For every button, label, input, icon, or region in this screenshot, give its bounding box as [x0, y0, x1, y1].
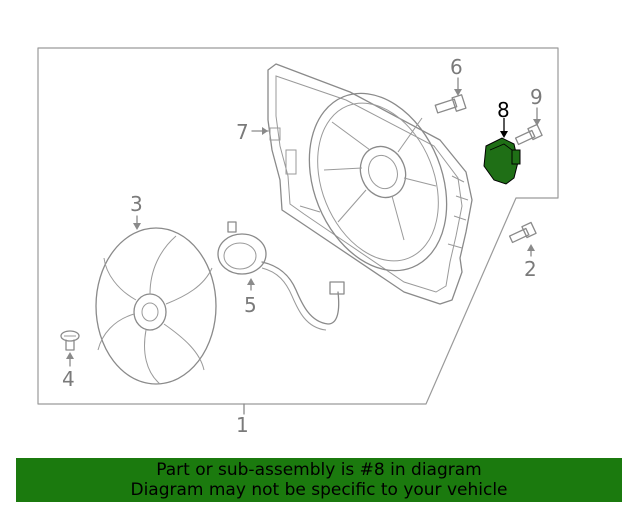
fan-shroud — [267, 63, 473, 305]
arrow-2 — [527, 244, 535, 251]
callout-2: 2 — [524, 257, 537, 281]
callout-9: 9 — [530, 85, 543, 109]
arrow-4 — [66, 352, 74, 359]
callout-3: 3 — [130, 192, 143, 216]
bolt-9 — [514, 123, 543, 146]
arrow-9 — [533, 119, 541, 126]
callout-7: 7 — [236, 120, 249, 144]
callout-6: 6 — [450, 55, 463, 79]
bolt-2 — [508, 221, 537, 244]
callout-5: 5 — [244, 293, 257, 317]
banner-line-1: Part or sub-assembly is #8 in diagram — [156, 460, 482, 480]
banner-line-2: Diagram may not be specific to your vehi… — [130, 480, 508, 500]
callout-8: 8 — [497, 98, 510, 122]
assembly-outline — [37, 47, 559, 405]
parts-diagram: 1 7 6 — [37, 47, 559, 437]
callout-1: 1 — [236, 413, 249, 437]
fan-motor-5 — [217, 221, 345, 331]
arrow-5 — [247, 278, 255, 285]
fan-blade-3 — [95, 227, 217, 385]
callout-4: 4 — [62, 367, 75, 391]
screw-4 — [60, 330, 80, 351]
info-banner: Part or sub-assembly is #8 in diagram Di… — [16, 458, 622, 502]
highlighted-part-8 — [483, 137, 521, 185]
bolt-6 — [434, 94, 467, 114]
arrow-7 — [262, 127, 268, 135]
arrow-3 — [133, 223, 141, 230]
arrow-6 — [454, 89, 462, 96]
arrow-8 — [500, 131, 508, 138]
